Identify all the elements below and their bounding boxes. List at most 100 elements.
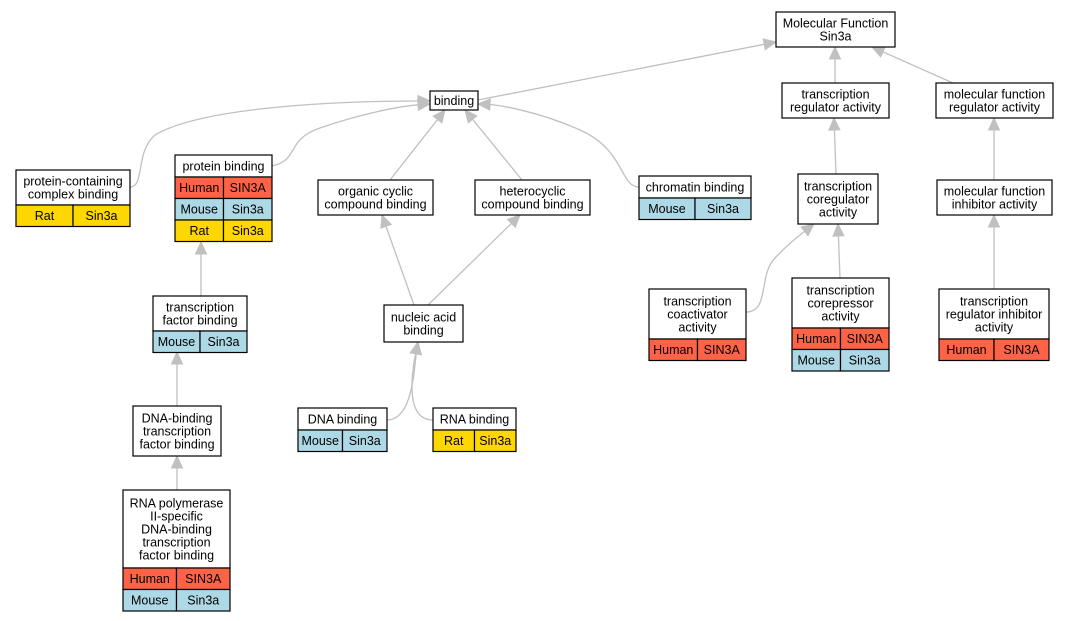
edge-rnap-to-dbtfb-arrowhead [170, 454, 184, 469]
edge-nab-to-hcb [427, 221, 514, 306]
node-mfia-label-line: inhibitor activity [952, 198, 1038, 212]
node-mfra-label-line: regulator activity [949, 101, 1041, 115]
node-rnab-gene-cell [473, 429, 517, 453]
node-occb-label-line: compound binding [324, 198, 426, 212]
node-pccb-label-line: protein-containing [23, 175, 122, 189]
node-tria-gene-cell [993, 338, 1050, 362]
node-binding[interactable]: binding [429, 90, 479, 111]
node-binding-label-line: binding [434, 94, 474, 108]
edge-cb-to-binding [487, 103, 640, 188]
node-pccb-species-label: Rat [35, 209, 55, 223]
edge-cb-to-binding-arrowhead [476, 98, 491, 111]
edge-tcora-to-tcra [837, 233, 841, 279]
node-mfia-box [936, 179, 1053, 216]
node-dbtfb-label-line: factor binding [139, 438, 214, 452]
node-tcora-label-line: activity [821, 310, 860, 324]
edge-nab-to-occb [384, 224, 415, 306]
node-cb-label-line: chromatin binding [646, 181, 745, 195]
node-rnap[interactable]: RNA polymeraseII-specificDNA-bindingtran… [122, 489, 231, 612]
node-hcb-label-line: compound binding [481, 198, 583, 212]
node-pb-label-line: protein binding [182, 160, 264, 174]
edge-pccb-to-binding [129, 100, 421, 188]
node-rnap-gene-label: SIN3A [185, 572, 222, 586]
node-dnab-gene-cell [341, 429, 388, 453]
node-tria-label-line: transcription [960, 295, 1028, 309]
node-rnap-box [122, 489, 231, 569]
edge-occb-to-binding-arrowhead [432, 109, 446, 124]
edge-tra-to-mf-arrowhead [828, 45, 842, 60]
node-rnap-label-line: factor binding [139, 549, 214, 563]
node-pb-gene-label: Sin3a [232, 203, 264, 217]
node-pb-species-label: Human [179, 181, 219, 195]
edge-hcb-to-binding-arrowhead [464, 109, 478, 124]
node-tra-box [781, 82, 890, 119]
node-rnap-label-line: transcription [142, 536, 210, 550]
node-dnab-gene-label: Sin3a [349, 434, 381, 448]
edge-tria-to-mfia-arrowhead [987, 213, 1001, 228]
edge-tcoa-to-tcra-arrowhead [800, 223, 815, 237]
edge-mfra-to-mf [880, 50, 954, 84]
node-tcoa-species-label: Human [653, 343, 693, 357]
edge-nab-to-occb-arrowhead [380, 213, 393, 229]
edge-dbtfb-to-tfb-arrowhead [170, 350, 184, 365]
node-mf-box [775, 11, 896, 48]
node-nab-box [383, 304, 464, 343]
node-rnap-species-label: Mouse [131, 594, 169, 608]
node-pb-gene-label: SIN3A [230, 181, 267, 195]
node-tcoa-label-line: coactivator [667, 308, 727, 322]
node-tfb-gene-cell [199, 330, 248, 354]
node-tra-label-line: regulator activity [790, 101, 882, 115]
node-tcora-label-line: corepressor [808, 297, 874, 311]
node-tfb-species-label: Mouse [158, 335, 196, 349]
node-rnab-label-line: RNA binding [440, 413, 510, 427]
node-pccb-label-line: complex binding [28, 188, 118, 202]
node-tria-label-line: regulator inhibitor [946, 308, 1043, 322]
node-tcoa-gene-label: SIN3A [704, 343, 741, 357]
node-occb-box [317, 179, 434, 216]
node-occb-label-line: organic cyclic [338, 185, 413, 199]
node-tfb-gene-label: Sin3a [208, 335, 240, 349]
node-tfb-box [152, 295, 248, 332]
edge-tcra-to-tra [833, 127, 837, 175]
node-cb-gene-cell [694, 197, 752, 221]
node-mf-label-line: Sin3a [820, 30, 852, 44]
edge-binding-to-mf [477, 43, 767, 101]
node-mf-label-line: Molecular Function [783, 17, 889, 31]
node-tria-label-line: activity [975, 321, 1014, 335]
node-hcb-label-line: heterocyclic [500, 185, 566, 199]
node-dbtfb-label-line: transcription [143, 425, 211, 439]
node-rnab-species-label: Rat [444, 434, 464, 448]
edge-pb-to-binding [271, 104, 421, 167]
node-tcra-label-line: transcription [804, 180, 872, 194]
node-tcora-gene-label: Sin3a [849, 354, 881, 368]
edge-mfia-to-mfra-arrowhead [987, 116, 1001, 131]
edge-nab-to-hcb-arrowhead [506, 214, 521, 229]
node-tcoa-box [648, 288, 747, 340]
node-pccb-gene-cell [72, 204, 131, 228]
edge-hcb-to-binding [470, 117, 523, 181]
edge-occb-to-binding [389, 117, 440, 181]
node-tcoa-gene-cell [696, 338, 747, 362]
node-rnap-gene-cell [175, 588, 231, 612]
node-rnap-label-line: II-specific [150, 510, 203, 524]
edges-layer [129, 38, 1001, 490]
